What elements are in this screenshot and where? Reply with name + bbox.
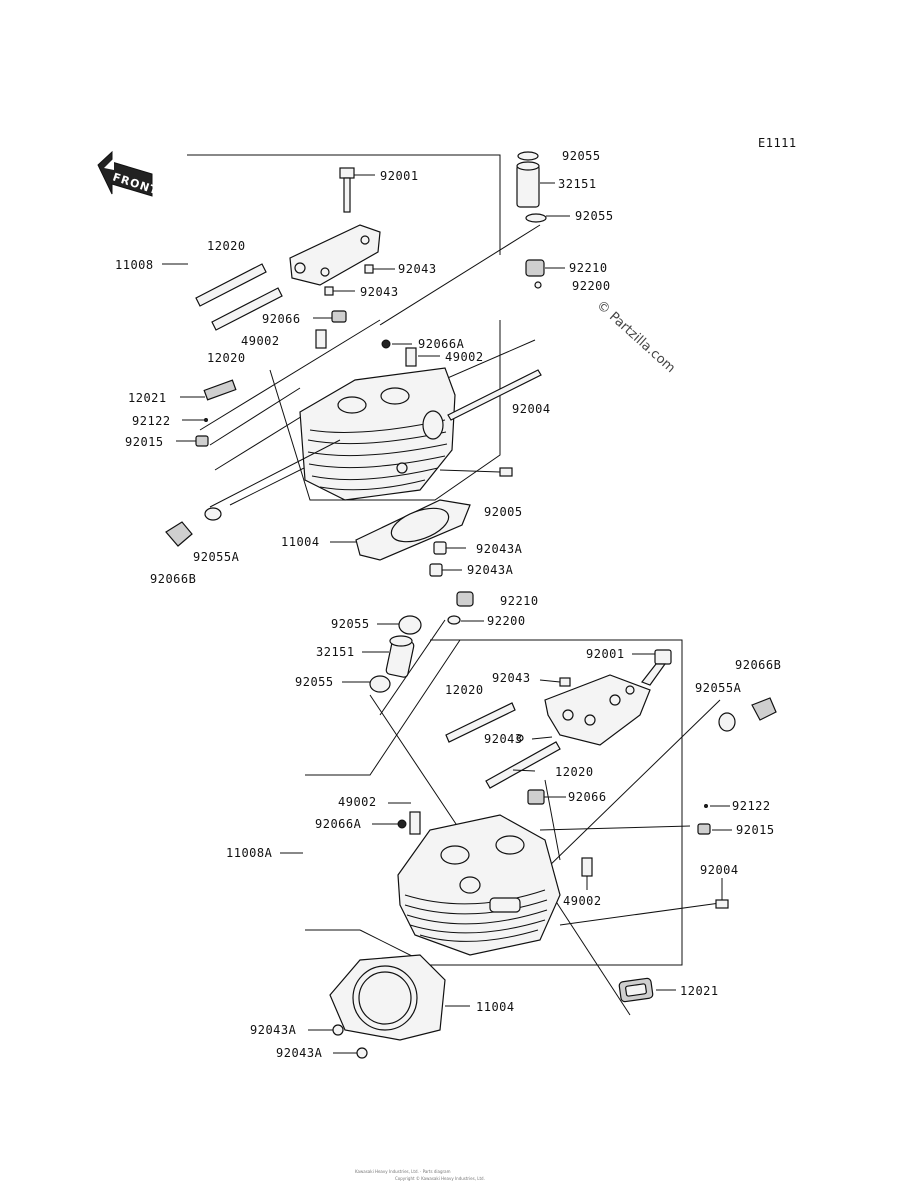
upper-cylinder-head-assembly [162, 151, 570, 577]
upper-part-label-92122: 92122 [132, 414, 171, 428]
upper-part-label-92055a: 92055A [193, 550, 240, 564]
lower-part-label-92043: 92043 [484, 732, 523, 746]
upper-part-label-92043: 92043 [398, 262, 437, 276]
lower-part-label-92055a: 92055A [695, 681, 742, 695]
lower-part-label-92001: 92001 [586, 647, 625, 661]
lower-part-label-92210: 92210 [500, 594, 539, 608]
lower-part-label-12020: 12020 [445, 683, 484, 697]
lower-part-label-92066b: 92066B [735, 658, 781, 672]
lower-part-label-92055: 92055 [295, 675, 334, 689]
lower-part-label-11008a: 11008A [226, 846, 273, 860]
upper-part-label-92055: 92055 [575, 209, 614, 223]
upper-part-label-11004: 11004 [281, 535, 320, 549]
upper-part-label-11008: 11008 [115, 258, 154, 272]
front-arrow-icon: FRONT [97, 150, 160, 197]
upper-part-label-92066: 92066 [262, 312, 301, 326]
upper-part-label-92004: 92004 [512, 402, 551, 416]
upper-part-label-12020: 12020 [207, 351, 246, 365]
lower-cylinder-head-assembly [280, 591, 777, 1059]
watermark: © Partzilla.com [593, 298, 678, 376]
lower-part-label-92015: 92015 [736, 823, 775, 837]
upper-part-label-92043a: 92043A [476, 542, 523, 556]
upper-part-label-92066a: 92066A [418, 337, 465, 351]
upper-part-label-92043: 92043 [360, 285, 399, 299]
upper-part-label-92066b: 92066B [150, 572, 196, 586]
upper-part-label-12021: 12021 [128, 391, 167, 405]
lower-part-label-92066a: 92066A [315, 817, 362, 831]
lower-part-label-92004: 92004 [700, 863, 739, 877]
lower-part-label-92043: 92043 [492, 671, 531, 685]
upper-part-label-92043a: 92043A [467, 563, 514, 577]
upper-part-label-92200: 92200 [572, 279, 611, 293]
upper-part-label-92210: 92210 [569, 261, 608, 275]
lower-part-label-92122: 92122 [732, 799, 771, 813]
lower-part-label-32151: 32151 [316, 645, 355, 659]
lower-part-label-92055: 92055 [331, 617, 370, 631]
upper-part-label-92005: 92005 [484, 505, 523, 519]
upper-part-label-49002: 49002 [241, 334, 280, 348]
footer-copyright-line2: Copyright © Kawasaki Heavy Industries, L… [395, 1176, 485, 1181]
lower-part-label-12021: 12021 [680, 984, 719, 998]
upper-part-label-32151: 32151 [558, 177, 597, 191]
diagram-code: E1111 [758, 136, 797, 150]
lower-part-label-92043a: 92043A [276, 1046, 323, 1060]
lower-part-labels: 92210 92055 92200 32151 92001 92066B 92043 9205… [226, 594, 781, 1060]
lower-part-label-49002: 49002 [338, 795, 377, 809]
lower-part-label-11004: 11004 [476, 1000, 515, 1014]
upper-part-label-12020: 12020 [207, 239, 246, 253]
lower-part-label-92200: 92200 [487, 614, 526, 628]
upper-part-label-49002: 49002 [445, 350, 484, 364]
lower-part-label-12020: 12020 [555, 765, 594, 779]
upper-part-label-92001: 92001 [380, 169, 419, 183]
lower-part-label-92043a: 92043A [250, 1023, 297, 1037]
lower-part-label-49002: 49002 [563, 894, 602, 908]
upper-part-labels: 92055 32151 92055 92001 12020 11008 92043 92043… [115, 149, 614, 586]
upper-part-label-92055: 92055 [562, 149, 601, 163]
lower-part-label-92066: 92066 [568, 790, 607, 804]
upper-part-label-92015: 92015 [125, 435, 164, 449]
footer-copyright-line1: Kawasaki Heavy Industries, Ltd. · Parts … [355, 1169, 451, 1174]
